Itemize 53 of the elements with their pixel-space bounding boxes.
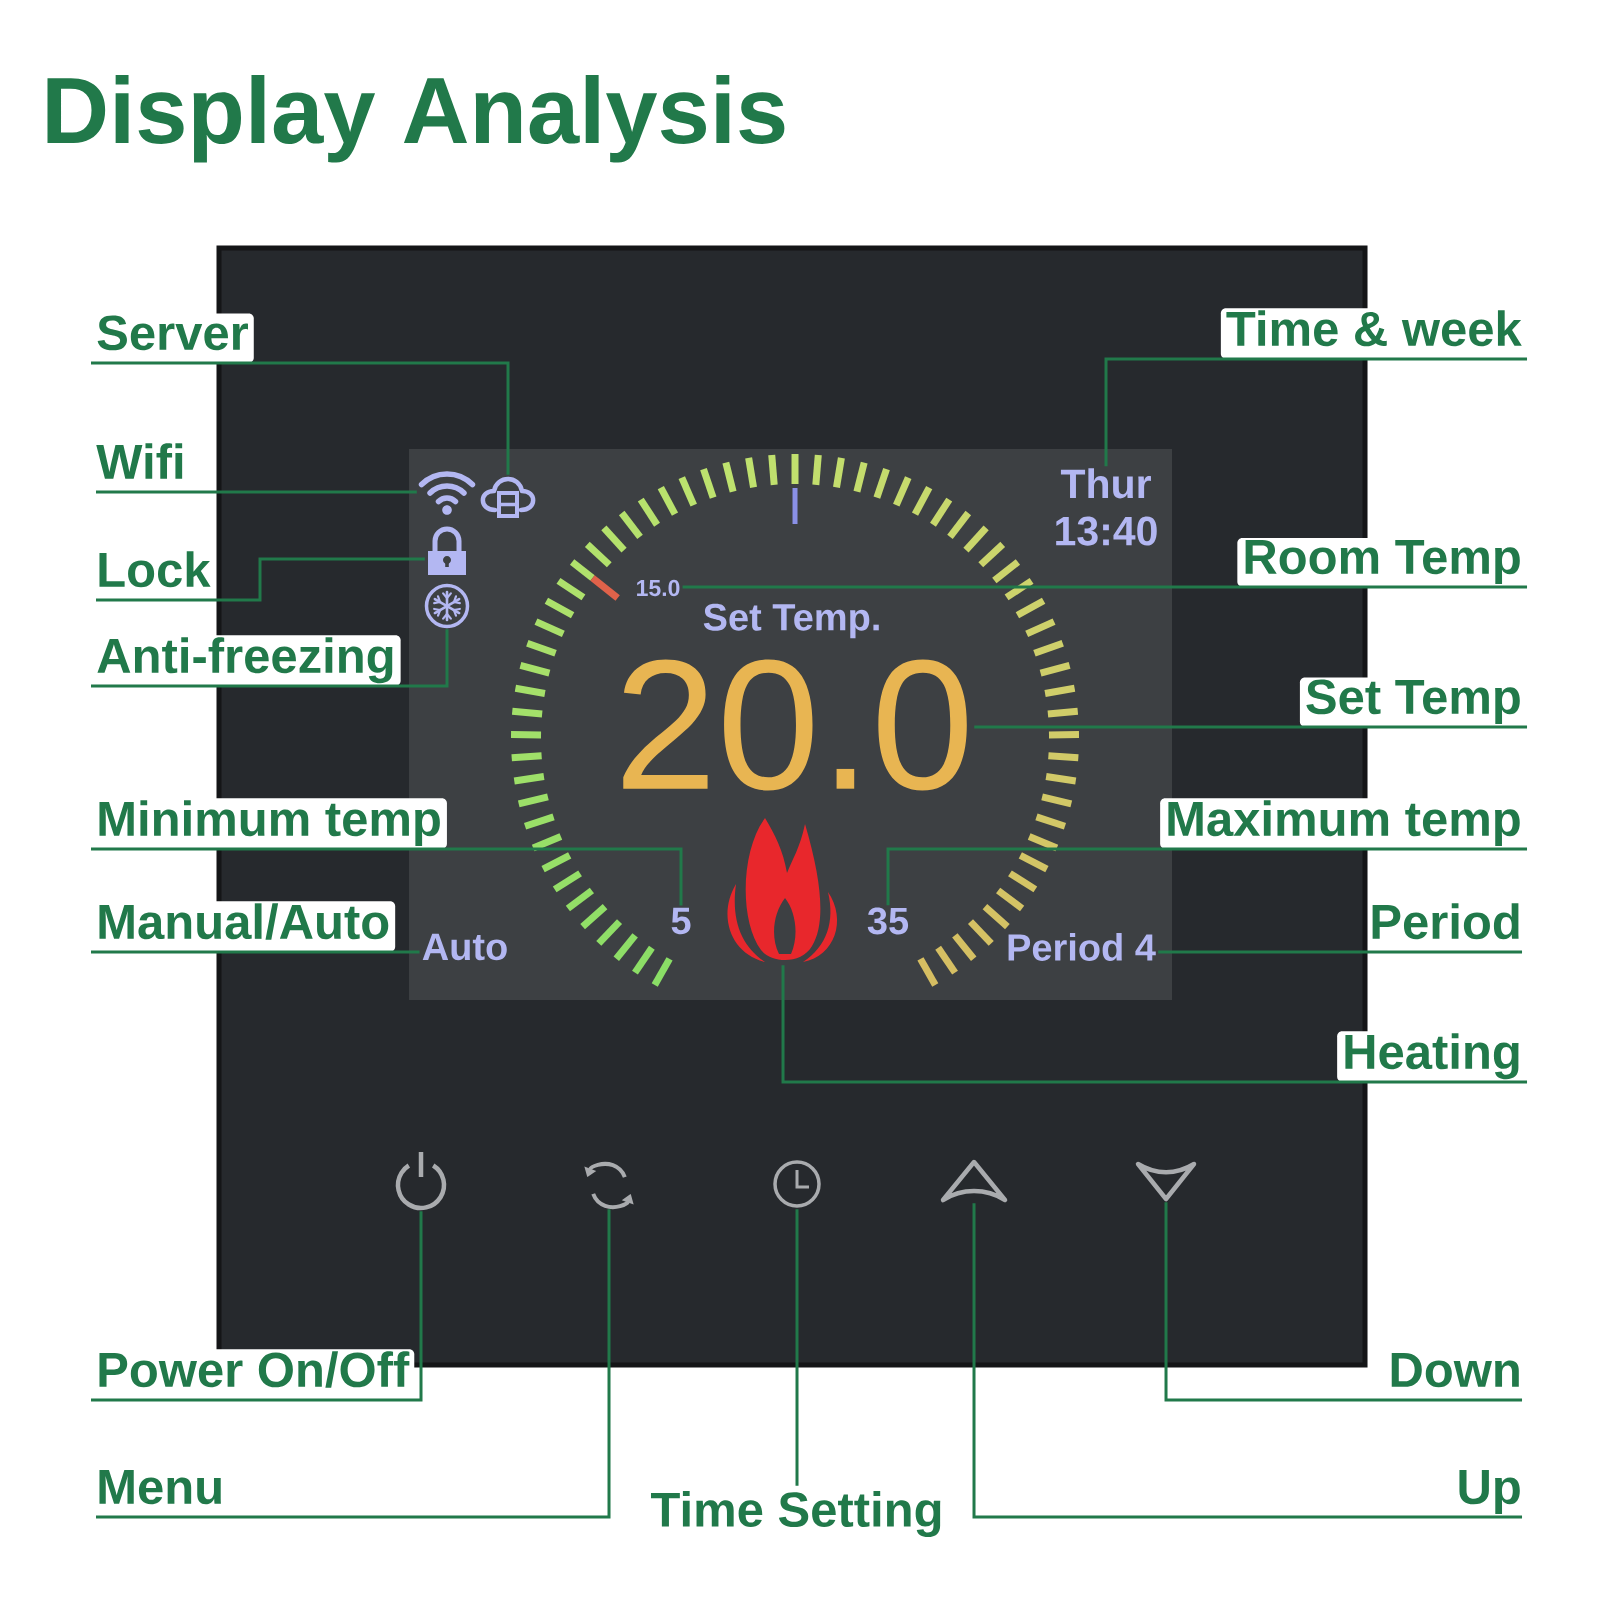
leader-line: [91, 847, 683, 906]
up-triangle-icon: [940, 1159, 1008, 1203]
snowflake-icon: [424, 583, 470, 629]
leader-line: [781, 965, 1527, 1084]
callout-label: Time Setting: [651, 1491, 941, 1537]
period-text: Period 4: [1008, 933, 1156, 961]
temperature-reading: 15.0: [637, 579, 680, 597]
leader-line: [972, 1203, 1522, 1519]
time-display: Thur 13:40: [1056, 468, 1157, 546]
callout-label: Minimum temp: [91, 798, 447, 849]
callout-label: Menu: [99, 1470, 221, 1505]
callout-label: Period: [1372, 903, 1519, 940]
leader-line: [886, 847, 1527, 906]
lock-icon: [428, 526, 466, 575]
callout-label: Heating: [1337, 1031, 1527, 1082]
callout-label: Manual/Auto: [91, 901, 396, 952]
leader-line: [91, 950, 420, 954]
callout-label: Down: [1391, 1353, 1519, 1388]
leader-line: [91, 1211, 423, 1402]
leader-line: [96, 557, 425, 602]
screen-heading: Set Temp.: [703, 603, 879, 639]
leader-line: [96, 1209, 611, 1519]
callout-label: Set Temp: [1299, 677, 1527, 727]
leader-line: [795, 1209, 799, 1486]
mode-text: Auto: [422, 933, 507, 961]
title: Display Analysis: [47, 74, 785, 163]
callout-label: Power On/Off: [91, 1349, 415, 1400]
power-icon: [395, 1152, 447, 1211]
leader-line: [91, 361, 510, 475]
callout-label: Up: [1459, 1470, 1520, 1514]
callout-label: Server: [91, 313, 254, 363]
scale-value: 5: [671, 907, 691, 935]
callout-label: Lock: [99, 551, 211, 588]
callout-label: Maximum temp: [1160, 798, 1527, 849]
leader-line: [91, 629, 449, 688]
down-triangle-icon: [1135, 1161, 1197, 1202]
wifi-icon: [418, 471, 476, 515]
callout-label: Room Temp: [1237, 538, 1527, 587]
callout-label: Time & week: [1220, 308, 1527, 359]
leader-line: [974, 725, 1527, 729]
callout-label: Anti-freezing: [91, 635, 401, 686]
leader-line: [96, 490, 417, 494]
leader-line: [1158, 950, 1522, 954]
callout-label: Wifi: [96, 443, 183, 479]
flame-icon: [727, 818, 838, 962]
set-temperature: 20.0: [623, 659, 967, 791]
leader-line: [1104, 357, 1527, 467]
cycle-arrows-icon: [584, 1162, 634, 1210]
leader-line: [1164, 1202, 1522, 1402]
cloud-server-icon: [480, 476, 536, 518]
clock-icon: [773, 1160, 821, 1208]
leader-line: [682, 585, 1527, 589]
scale-value: 35: [867, 907, 909, 935]
